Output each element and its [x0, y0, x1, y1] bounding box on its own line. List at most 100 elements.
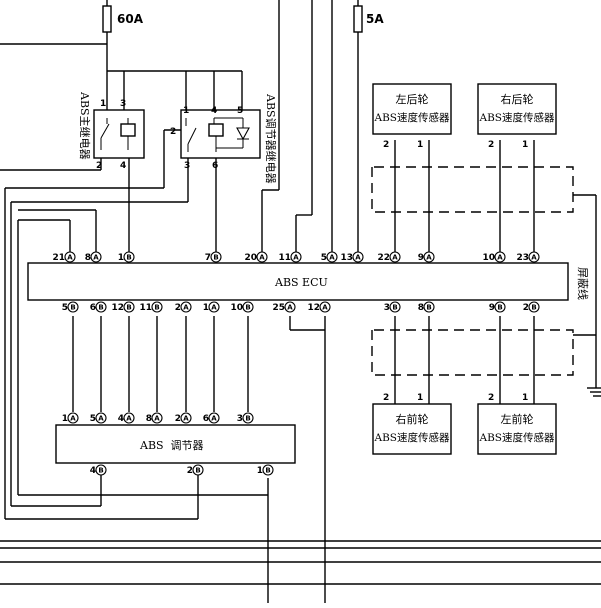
regulator-top-pin-connector: A [70, 415, 76, 423]
regulator-bottom-pin-circle [192, 464, 204, 476]
main-relay-pin-2: 2 [96, 161, 102, 171]
ecu-bottom-pin-circle [528, 301, 540, 313]
ecu-bottom-pin-connector: B [154, 304, 159, 312]
ecu-bottom-pin-circle [319, 301, 331, 313]
speed-sensor-pin: 2 [383, 393, 389, 403]
ecu-bottom-pin-number: 5 [62, 303, 68, 313]
regulator-bottom-pin-circle [262, 464, 274, 476]
regulator-top-pin-circle [67, 412, 79, 424]
ecu-top-pin-number: 8 [85, 253, 91, 263]
regulator-relay-coil [208, 123, 224, 137]
abs-main-relay: 1 3 2 4 ABS主继电器 [78, 91, 145, 171]
regulator-body [55, 424, 296, 464]
ecu-top-pin-circle [210, 251, 222, 263]
shield-rear [371, 166, 574, 213]
speed-sensor-pin: 1 [417, 393, 423, 403]
ecu-top-pin-connector: B [126, 254, 131, 262]
regulator-top-pin-number: 6 [203, 414, 209, 424]
speed-sensor-position: 右后轮 [501, 92, 534, 106]
ecu-top-pin-connector: B [213, 254, 218, 262]
speed-sensor-name: ABS速度传感器 [479, 111, 555, 124]
ecu-bottom-pin-connector: A [183, 304, 189, 312]
regulator-top-pin-number: 4 [118, 414, 124, 424]
ecu-bottom-pin-connector: B [497, 304, 502, 312]
ecu-top-pin-connector: A [392, 254, 398, 262]
regulator-top-pin-circle [95, 412, 107, 424]
regulator-relay-pin-3: 3 [184, 161, 190, 171]
speed-sensor-pin: 2 [383, 140, 389, 150]
regulator-top-pin-number: 1 [62, 414, 68, 424]
abs-regulator-relay: 1 4 5 2 3 6 ABS调节器继电器 [170, 93, 277, 184]
regulator-bottom-pin-connector: B [195, 467, 200, 475]
ecu-bottom-pin-number: 3 [384, 303, 390, 313]
speed-sensor-body [477, 403, 557, 455]
ecu-top-pin-connector: A [497, 254, 503, 262]
ecu-bottom-pin-number: 12 [307, 303, 320, 313]
regulator-top-pin-connector: A [126, 415, 132, 423]
regulator-bottom-pin-connector: B [98, 467, 103, 475]
ecu-top-pin-connector: A [259, 254, 265, 262]
regulator-top-pin-circle [123, 412, 135, 424]
speed-sensor-name: ABS速度传感器 [479, 431, 555, 444]
regulator-bottom-pin-connector: B [265, 467, 270, 475]
fuse-60a: 60A [102, 5, 144, 33]
ecu-bottom-pin-circle [123, 301, 135, 313]
ecu-bottom-pin-number: 8 [418, 303, 424, 313]
regulator-bottom-pin-number: 2 [187, 466, 193, 476]
speed-sensor-pin: 1 [417, 140, 423, 150]
ecu-bottom-pin-circle [208, 301, 220, 313]
shield-label: 屏蔽线 [576, 267, 590, 300]
ecu-bottom-pin-number: 2 [523, 303, 529, 313]
speed-sensor-name: ABS速度传感器 [374, 111, 450, 124]
shield-lines: 屏蔽线 [371, 166, 590, 376]
regulator-top-pin-connector: A [98, 415, 104, 423]
ecu-top-pin-number: 20 [244, 253, 257, 263]
regulator-top-pin-number: 5 [90, 414, 96, 424]
speed-sensor-body [477, 83, 557, 135]
shield-front [371, 329, 574, 376]
ecu-top-pin-number: 1 [118, 253, 124, 263]
speed-sensor-body [372, 403, 452, 455]
speed-sensor-body [372, 83, 452, 135]
ecu-top-pin-circle [256, 251, 268, 263]
ecu-top-pin-circle [123, 251, 135, 263]
regulator-label: ABS 调节器 [139, 439, 204, 452]
ecu-top-pin-circle [90, 251, 102, 263]
ecu-top-pin-circle [423, 251, 435, 263]
regulator-relay-label: ABS调节器继电器 [264, 93, 277, 184]
ecu-bottom-pin-circle [423, 301, 435, 313]
main-relay-label: ABS主继电器 [78, 91, 91, 160]
ecu-top-pin-circle [64, 251, 76, 263]
ecu-bottom-pin-circle [151, 301, 163, 313]
ecu-top-pin-connector: A [93, 254, 99, 262]
ecu-bottom-pin-circle [494, 301, 506, 313]
speed-sensor-pin: 1 [522, 393, 528, 403]
ecu-top-pin-circle [326, 251, 338, 263]
ecu-top-pin-connector: A [293, 254, 299, 262]
regulator-top-pin-connector: A [154, 415, 160, 423]
ecu-bottom-pin-number: 11 [139, 303, 152, 313]
ecu-bottom-pin-connector: A [287, 304, 293, 312]
regulator-top-pin-connector: A [211, 415, 217, 423]
ecu-top-pin-connector: A [67, 254, 73, 262]
speed-sensor-position: 左前轮 [501, 412, 534, 426]
regulator-bottom-pin-circle [95, 464, 107, 476]
regulator-bottom-pin-number: 4 [90, 466, 96, 476]
main-relay-pin-4: 4 [120, 161, 126, 171]
